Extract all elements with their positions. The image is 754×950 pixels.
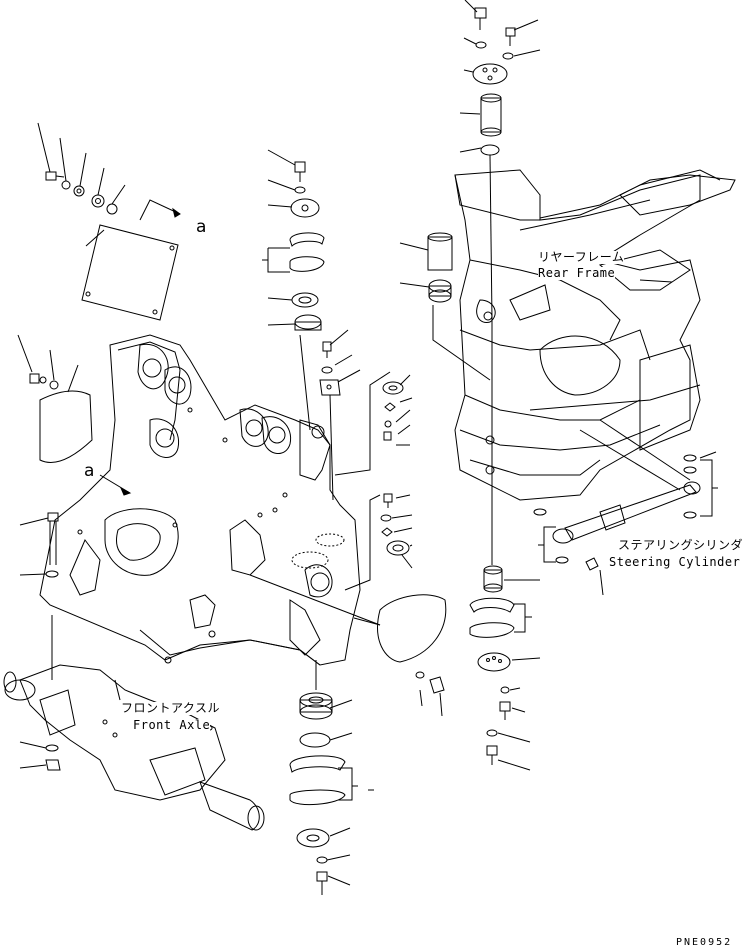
reference-mark-a-top: a: [196, 217, 207, 237]
bolt-icon-left: [20, 513, 60, 770]
center-lower-stack: [290, 660, 374, 895]
steering-cylinder: [534, 420, 718, 595]
cover-plate-left: [18, 335, 92, 463]
cover-plate-top: [82, 225, 178, 320]
front-axle-label-jp: フロントアクスル: [121, 701, 221, 715]
steering-cylinder-label-en: Steering Cylinder: [609, 555, 741, 569]
center-upper-stack: [262, 150, 324, 430]
front-axle: [4, 615, 264, 830]
front-axle-label-en: Front Axle: [133, 718, 211, 732]
leader-lines-top-left: [38, 123, 180, 246]
rear-top-stack: [460, 0, 540, 320]
rear-frame-label-en: Rear Frame: [538, 266, 616, 280]
front-frame: [40, 335, 360, 665]
steering-cylinder-label-jp: ステアリングシリンダ: [618, 538, 744, 552]
bolt-icon-small: [416, 672, 444, 716]
ref-arrow-a: [100, 475, 130, 495]
reference-mark-a-left: a: [84, 461, 95, 481]
cover-plate-center: [250, 575, 446, 662]
center-small-parts: [320, 330, 412, 590]
drawing-code: PNE0952: [676, 937, 733, 948]
rear-frame: [455, 170, 735, 500]
rear-frame-label-jp: リヤーフレーム: [538, 250, 625, 264]
rear-pin-stack: [400, 233, 540, 770]
